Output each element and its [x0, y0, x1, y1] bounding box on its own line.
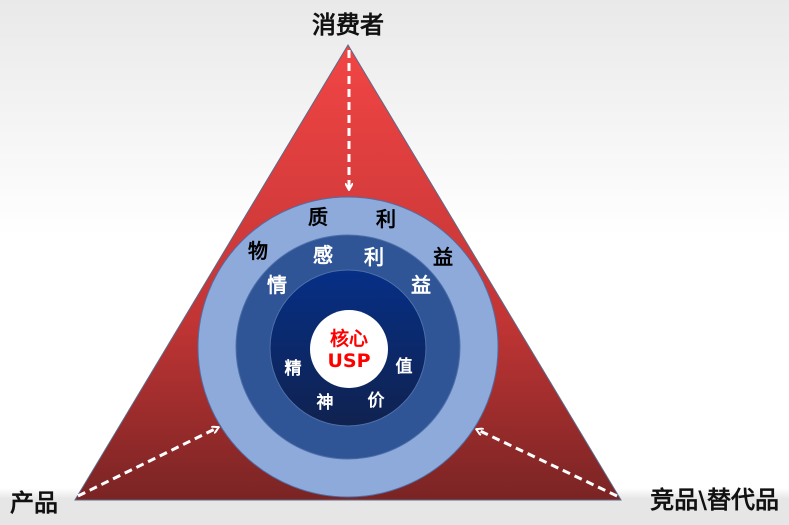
vertex-consumer: 消费者 — [312, 11, 384, 39]
outer-label-2: 质 — [308, 205, 328, 229]
middle-label-3: 利 — [364, 245, 384, 269]
outer-label-4: 益 — [433, 245, 453, 269]
outer-label-3: 利 — [376, 207, 396, 231]
middle-label-4: 益 — [411, 273, 431, 297]
vertex-competitor: 竞品\替代品 — [650, 486, 779, 514]
middle-label-2: 感 — [313, 243, 333, 267]
outer-label-1: 物 — [248, 239, 268, 263]
core-circle — [310, 310, 388, 388]
inner-label-4: 值 — [396, 356, 413, 377]
inner-label-2: 神 — [317, 392, 334, 413]
core-label: 核心 — [330, 327, 368, 350]
inner-label-3: 价 — [368, 391, 386, 411]
middle-label-1: 情 — [267, 273, 287, 297]
vertex-product: 产品 — [10, 489, 58, 517]
inner-label-1: 精 — [285, 358, 302, 379]
core-usp: USP — [327, 350, 370, 372]
